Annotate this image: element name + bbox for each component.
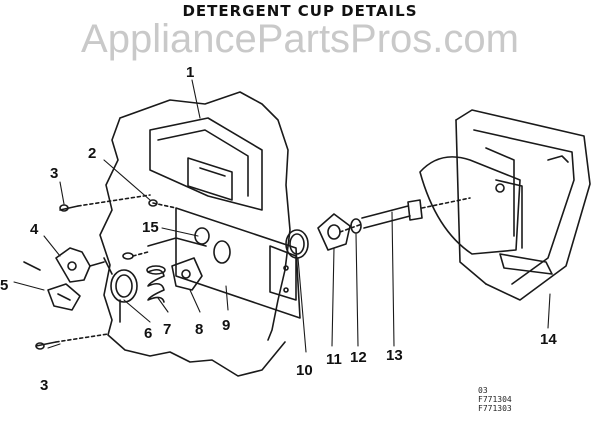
leader-lines: [13, 79, 551, 353]
part-1-dispenser-housing: [149, 117, 263, 211]
callout-15: 15: [142, 219, 159, 236]
part-3-screw-lower: [35, 333, 109, 350]
callout-5: 5: [0, 277, 8, 294]
code-line-1: 03: [478, 386, 488, 395]
callout-9: 9: [222, 317, 230, 334]
part-6-spring: [103, 257, 138, 323]
callout-6: 6: [144, 325, 152, 342]
part-9-mounting-plate: [175, 207, 301, 319]
part-4-lever: [55, 247, 105, 283]
callout-2: 2: [88, 145, 96, 162]
callout-4: 4: [30, 221, 39, 238]
diagram-title: DETERGENT CUP DETAILS: [182, 2, 418, 20]
part-8-bracket: [171, 257, 203, 291]
part-14-detergent-cup: [419, 109, 591, 301]
part-11-bearing: [317, 213, 351, 251]
part-5-latch: [23, 261, 81, 311]
code-line-3: F771303: [478, 404, 512, 413]
door-panel-outline: [99, 91, 291, 377]
code-line-2: F771304: [478, 395, 512, 404]
callout-3-lower: 3: [40, 377, 48, 394]
callout-8: 8: [195, 321, 203, 338]
callout-3-upper: 3: [50, 165, 58, 182]
callout-12: 12: [350, 349, 367, 366]
part-10-gasket: [285, 229, 309, 259]
part-13-shaft: [339, 197, 471, 233]
callout-13: 13: [386, 347, 403, 364]
callout-11: 11: [326, 351, 342, 368]
part-15-pivot: [122, 237, 207, 260]
part-2-screw: [148, 199, 177, 209]
callout-7: 7: [163, 321, 171, 338]
callout-1: 1: [186, 64, 194, 81]
part-code-block: 03 F771304 F771303: [478, 386, 512, 413]
callout-14: 14: [540, 331, 557, 348]
part-12-washer: [350, 218, 362, 234]
part-7-coil-spring: [146, 265, 166, 303]
callout-10: 10: [296, 362, 313, 379]
callout-labels: 1 2 3 4 5 6 7 8 9 10 11 12 13 14 15 3: [0, 64, 557, 394]
part-3-screw-upper: [59, 194, 151, 212]
